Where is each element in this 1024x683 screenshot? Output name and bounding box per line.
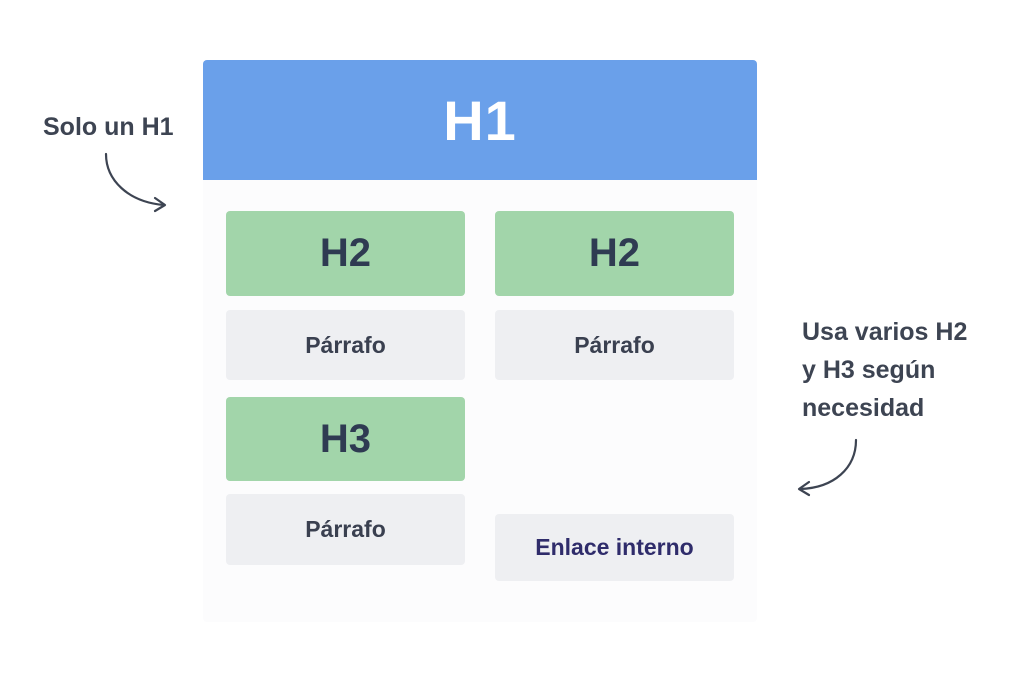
paragraph-block-right: Párrafo (495, 310, 734, 380)
annotation-single-h1: Solo un H1 (43, 113, 174, 141)
h2-block-right: H2 (495, 211, 734, 296)
paragraph-block-left-1: Párrafo (226, 310, 465, 380)
paragraph-block-left-2: Párrafo (226, 494, 465, 565)
h2-block-left: H2 (226, 211, 465, 296)
annotation-multiple-headings: Usa varios H2 y H3 según necesidad (802, 313, 967, 427)
curved-arrow-left-icon (797, 438, 858, 497)
h3-block-left: H3 (226, 397, 465, 481)
h1-block: H1 (203, 60, 757, 180)
annotation-line-3: necesidad (802, 394, 925, 422)
annotation-line-2: y H3 según (802, 356, 936, 384)
internal-link-block: Enlace interno (495, 514, 734, 581)
annotation-line-1: Usa varios H2 (802, 318, 968, 346)
curved-arrow-right-icon (104, 152, 167, 213)
